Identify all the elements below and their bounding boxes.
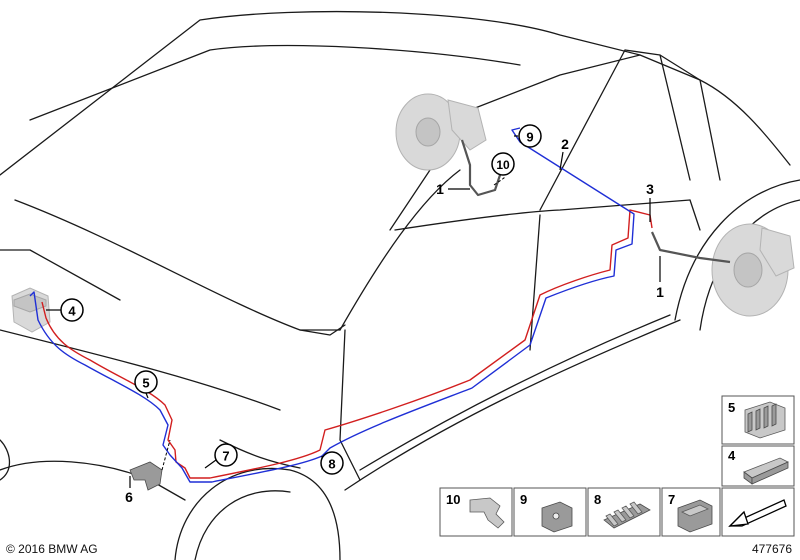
callout-4-circle[interactable]: [60, 298, 84, 322]
legend-item-7-number: 7: [668, 492, 675, 507]
leader-7: [204, 459, 217, 469]
front-brake-disc-ghost: [395, 93, 487, 171]
leader-2: [559, 151, 564, 171]
rear-brake-disc-ghost: [711, 223, 795, 317]
legend-item-10[interactable]: 10: [439, 487, 513, 537]
callout-3-label: 3: [646, 181, 654, 197]
legend-item-arrow[interactable]: [721, 487, 795, 537]
callout-8-label: 8: [328, 457, 335, 472]
multi-pipe-holder-icon: [603, 501, 651, 529]
callout-7-label: 7: [222, 449, 229, 464]
callout-6-label: 6: [125, 489, 133, 505]
callout-1-right-label: 1: [656, 284, 664, 300]
legend-item-9-number: 9: [520, 492, 527, 507]
legend-item-7[interactable]: 7: [661, 487, 721, 537]
legend-item-5[interactable]: 5: [721, 395, 795, 445]
fastening-clip-double-icon: [744, 401, 786, 439]
legend-item-9[interactable]: 9: [513, 487, 587, 537]
pipe-holder-icon: [677, 499, 713, 533]
pipe-clip-icon: [541, 501, 573, 533]
bracket-icon: [469, 497, 505, 529]
legend-item-8-number: 8: [594, 492, 601, 507]
callout-2-label: 2: [561, 136, 569, 152]
callout-8-circle[interactable]: [320, 451, 344, 475]
legend-item-8[interactable]: 8: [587, 487, 661, 537]
callout-9-label: 9: [526, 130, 533, 145]
fastening-clip-single-icon: [743, 457, 789, 485]
leader-10: [493, 175, 505, 186]
copyright-text: © 2016 BMW AG: [6, 542, 98, 556]
brake-pipes: [29, 127, 731, 483]
legend-item-5-number: 5: [728, 400, 735, 415]
diagram-id-text: 477676: [751, 542, 792, 556]
callout-4-label: 4: [68, 304, 76, 319]
legend-item-4[interactable]: 4: [721, 445, 795, 487]
legend-item-10-number: 10: [446, 492, 460, 507]
leader-5: [145, 392, 149, 399]
callout-9-circle[interactable]: [518, 124, 542, 148]
arrow-indicator-icon: [728, 499, 787, 527]
bracket-part-6: [129, 439, 171, 491]
callout-10-circle[interactable]: [491, 152, 515, 176]
callout-5-circle[interactable]: [134, 370, 158, 394]
callout-1-top-label: 1: [436, 181, 444, 197]
car-body-outline: [0, 10, 800, 560]
legend-item-4-number: 4: [728, 448, 736, 463]
parts-legend: 5 4 10: [439, 395, 795, 537]
callout-10-label: 10: [496, 158, 510, 172]
callout-5-label: 5: [142, 376, 149, 391]
callout-7-circle[interactable]: [214, 443, 238, 467]
hydraulic-unit-ghost: [11, 287, 51, 333]
